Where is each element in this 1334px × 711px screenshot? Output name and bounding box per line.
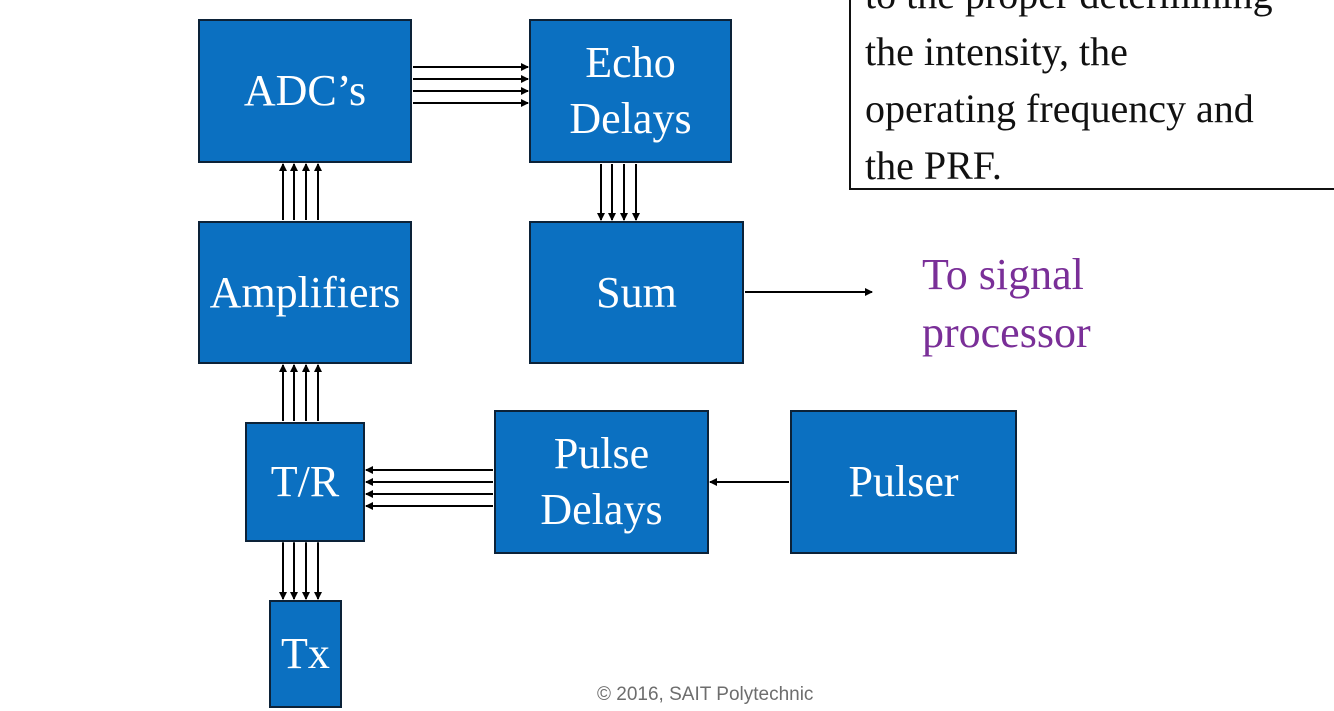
echo-delays-block: Echo Delays [529, 19, 732, 163]
tr-block: T/R [245, 422, 365, 542]
note-line: the intensity, the [865, 29, 1128, 74]
note-line: to the proper determining [865, 0, 1273, 23]
output-label-line: processor [922, 308, 1091, 357]
note-line: operating frequency and [865, 86, 1254, 131]
adcs-block: ADC’s [198, 19, 412, 163]
pulser-label-line: Pulser [848, 457, 959, 506]
amplifiers-label-line: Amplifiers [209, 267, 401, 317]
pulse-delays-label-line: Pulse [553, 429, 650, 478]
pulse-delays-block: Pulse Delays [494, 410, 709, 554]
note-line: the PRF. [865, 143, 1002, 188]
tx-label-line: Tx [281, 629, 330, 678]
tr-label-line: T/R [270, 457, 340, 506]
pulser-block: Pulser [790, 410, 1017, 554]
sum-block: Sum [529, 221, 744, 364]
echo-delays-label-line: Echo [585, 38, 676, 87]
amplifiers-block: Amplifiers [198, 221, 412, 364]
sum-label-line: Sum [596, 267, 677, 317]
output-label-line: To signal [922, 250, 1084, 299]
adcs-label-line: ADC’s [243, 66, 367, 115]
output-label: To signal processor [922, 246, 1091, 362]
copyright-footer: © 2016, SAIT Polytechnic [597, 684, 814, 705]
tx-block: Tx [269, 600, 342, 708]
pulse-delays-label-line: Delays [540, 485, 663, 534]
note-box: to the proper determining the intensity,… [849, 0, 1334, 190]
echo-delays-label-line: Delays [569, 94, 692, 143]
